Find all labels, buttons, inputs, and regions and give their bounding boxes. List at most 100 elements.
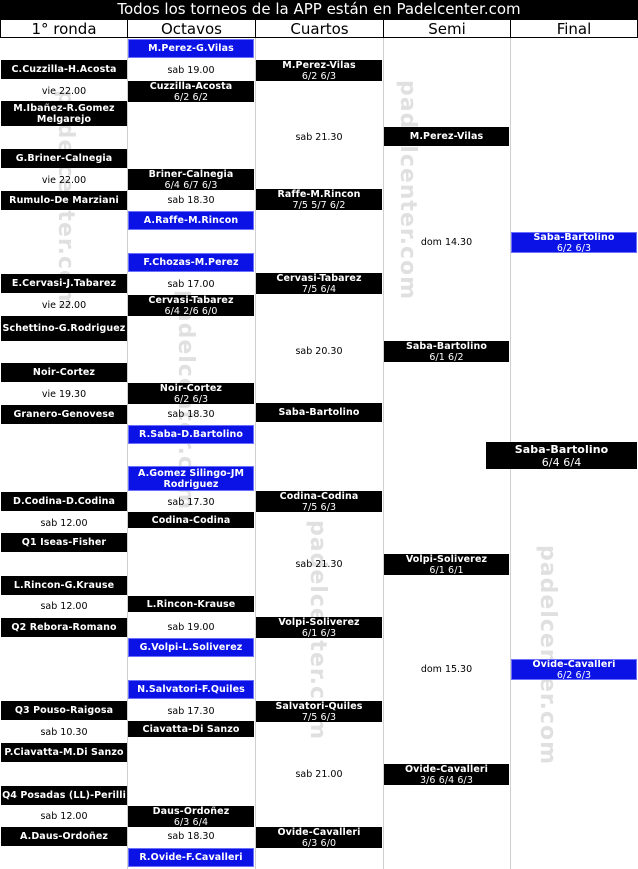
match-time: sab 12.00: [40, 518, 88, 529]
header-semi: Semi: [383, 19, 511, 38]
team-name: Volpi-Soliverez: [278, 617, 360, 628]
bracket-team: Q4 Posadas (LL)-Perilli: [1, 786, 127, 805]
match-time: dom 14.30: [420, 237, 473, 248]
bracket-team: A.Daus-Ordoñez: [1, 827, 127, 846]
match-time: sab 12.00: [40, 601, 88, 612]
team-name: Saba-Bartolino: [405, 341, 487, 352]
match-time: vie 22.00: [41, 175, 87, 186]
column-divider: [127, 38, 128, 869]
match-score: 6/2 6/3: [301, 70, 337, 82]
bracket-team: R.Ovide-F.Cavalleri: [128, 848, 254, 867]
watermark: padelcenter.com: [535, 545, 560, 766]
bracket-team: A.Raffe-M.Rincon: [128, 211, 254, 230]
team-name: Noir-Cortez: [159, 383, 223, 394]
team-name: Raffe-M.Rincon: [277, 189, 361, 200]
bracket-team: E.Cervasi-J.Tabarez: [1, 274, 127, 293]
match-time: vie 22.00: [41, 86, 87, 97]
match-time: sab 21.30: [295, 132, 343, 143]
bracket-team: L.Rincon-G.Krause: [1, 576, 127, 595]
bracket-team: G.Briner-Calnegia: [1, 149, 127, 168]
bracket-team: L.Rincon-Krause: [128, 596, 254, 612]
match-score: 6/2 6/3: [556, 242, 592, 253]
match-score: 6/1 6/3: [301, 627, 337, 639]
match-score: 6/1 6/2: [429, 351, 464, 363]
match-time: sab 19.00: [167, 622, 215, 633]
match-score: 6/1 6/1: [429, 564, 464, 576]
bracket-team: Codina-Codina: [128, 512, 254, 528]
bracket-team: G.Volpi-L.Soliverez: [128, 638, 254, 657]
match-time: sab 17.30: [167, 706, 215, 717]
match-score: 7/5 5/7 6/2: [292, 199, 346, 211]
bracket-team: Schettino-G.Rodriguez: [1, 316, 127, 341]
team-name: Daus-Ordoñez: [152, 806, 230, 817]
match-score: 6/4 6/4: [541, 455, 582, 469]
match-score: 7/5 6/3: [301, 501, 337, 513]
header-cuartos: Cuartos: [255, 19, 384, 38]
match-score: 6/3 6/4: [173, 816, 209, 828]
bracket-team: Q3 Pouso-Raigosa: [1, 701, 127, 720]
match-score: 7/5 6/3: [301, 711, 337, 723]
column-divider: [255, 38, 256, 869]
match-time: sab 18.30: [167, 831, 215, 842]
match-time: sab 17.00: [167, 279, 215, 290]
match-score: 7/5 6/4: [301, 283, 337, 295]
bracket-team: M.Perez-G.Vilas: [128, 39, 254, 58]
match-time: sab 21.00: [295, 769, 343, 780]
match-time: sab 18.30: [167, 195, 215, 206]
column-divider: [383, 38, 384, 869]
match-time: sab 21.30: [295, 559, 343, 570]
bracket-team: P.Ciavatta-M.Di Sanzo: [1, 743, 127, 762]
match-time: dom 15.30: [420, 664, 473, 675]
bracket-team: Ciavatta-Di Sanzo: [128, 721, 254, 737]
match-time: sab 19.00: [167, 65, 215, 76]
page-title: Todos los torneos de la APP están en Pad…: [0, 0, 638, 19]
match-time: sab 20.30: [295, 346, 343, 357]
header-ronda1: 1° ronda: [0, 19, 128, 38]
team-name: Cervasi-Tabarez: [148, 295, 234, 306]
match-time: sab 17.30: [167, 497, 215, 508]
team-name: Briner-Calnegia: [148, 169, 234, 180]
bracket-team: Noir-Cortez: [1, 363, 127, 382]
team-name: Saba-Bartolino: [514, 442, 609, 456]
bracket-team: Saba-Bartolino: [256, 403, 382, 422]
header-octavos: Octavos: [127, 19, 256, 38]
bracket-team: C.Cuzzilla-H.Acosta: [1, 60, 127, 79]
bracket-team: M.Ibañez-R.Gomez Melgarejo: [1, 101, 127, 126]
bracket-team: R.Saba-D.Bartolino: [128, 425, 254, 444]
bracket-team: A.Gomez Silingo-JM Rodriguez: [128, 466, 254, 491]
match-score: 6/3 6/0: [301, 837, 337, 849]
match-time: vie 22.00: [41, 300, 87, 311]
team-name: Ovide-Cavalleri: [277, 827, 361, 838]
bracket-team: F.Chozas-M.Perez: [128, 253, 254, 272]
team-name: Codina-Codina: [279, 491, 359, 502]
bracket-team: D.Codina-D.Codina: [1, 492, 127, 511]
team-name: Ovide-Cavalleri: [404, 764, 489, 775]
team-name: Cuzzilla-Acosta: [149, 81, 233, 92]
match-time: vie 19.30: [41, 389, 87, 400]
match-score: 6/4 2/6 6/0: [164, 305, 218, 317]
team-name: Cervasi-Tabarez: [276, 273, 362, 284]
bracket-team: N.Salvatori-F.Quiles: [128, 680, 254, 699]
bracket-team: Q2 Rebora-Romano: [1, 618, 127, 637]
team-name: Saba-Bartolino: [533, 232, 615, 243]
match-time: sab 12.00: [40, 811, 88, 822]
bracket-team: Rumulo-De Marziani: [1, 191, 127, 210]
match-time: sab 10.30: [40, 727, 88, 738]
team-name: Volpi-Soliverez: [405, 554, 488, 565]
bracket-team: Q1 Iseas-Fisher: [1, 533, 127, 552]
team-name: M.Perez-Vilas: [282, 60, 356, 71]
match-score: 6/2 6/3: [556, 669, 592, 680]
